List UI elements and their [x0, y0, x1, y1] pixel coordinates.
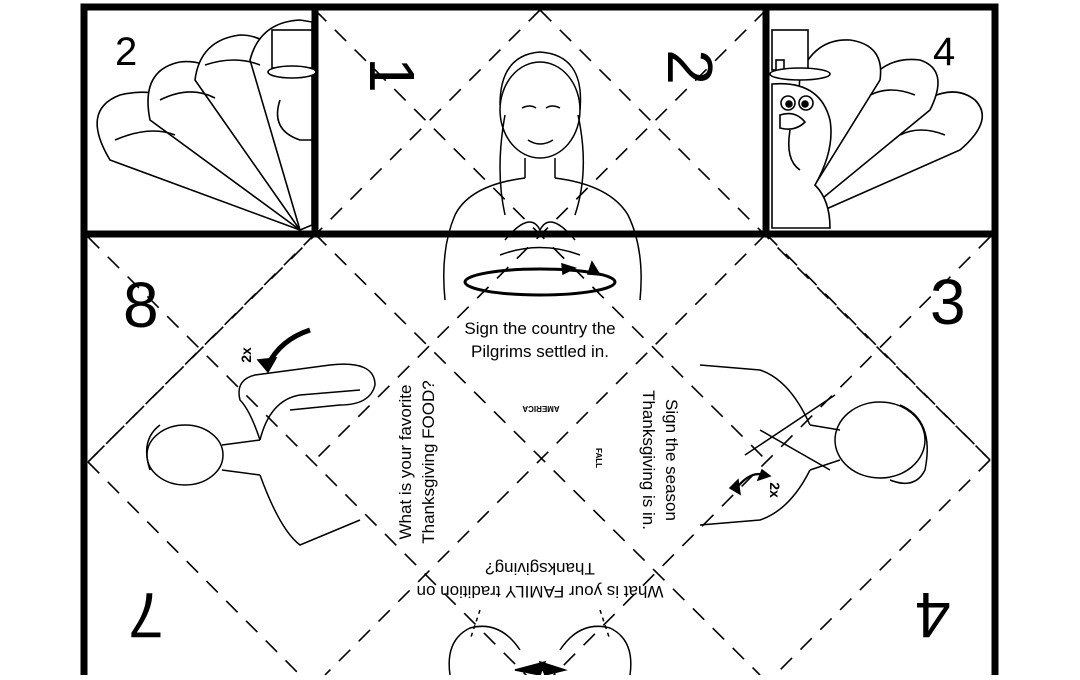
- answer-top: AMERICA: [522, 404, 560, 413]
- flap-number-3: 3: [930, 266, 966, 338]
- turkey-right: [769, 29, 984, 229]
- right-signer-illustration: [699, 364, 928, 526]
- flap-number-1: 1: [356, 57, 428, 93]
- turkey-tail-left: [96, 19, 317, 233]
- question-left: What is your favorite Thanksgiving FOOD?: [396, 380, 438, 544]
- answer-right: FALL: [594, 448, 603, 468]
- repeat-mark-right: 2x: [767, 482, 783, 498]
- flap-number-2: 2: [654, 49, 726, 85]
- fold-lines: [87, 9, 991, 680]
- corner-number-top-right: 4: [933, 30, 956, 74]
- flap-number-7: 7: [128, 579, 164, 651]
- left-signer-illustration: [145, 327, 376, 546]
- question-bottom: What is your FAMILY tradition on Thanksg…: [416, 559, 664, 601]
- top-signer-illustration: [443, 51, 642, 301]
- repeat-mark-left: 2x: [238, 347, 254, 363]
- corner-number-top-left: 2: [115, 30, 138, 74]
- bottom-signer-illustration: [448, 609, 632, 676]
- question-right: Sign the season Thanksgiving is in.: [639, 390, 681, 530]
- flap-number-8: 8: [123, 269, 159, 341]
- question-top: Sign the country the Pilgrims settled in…: [464, 319, 616, 361]
- flap-number-4: 4: [915, 579, 951, 651]
